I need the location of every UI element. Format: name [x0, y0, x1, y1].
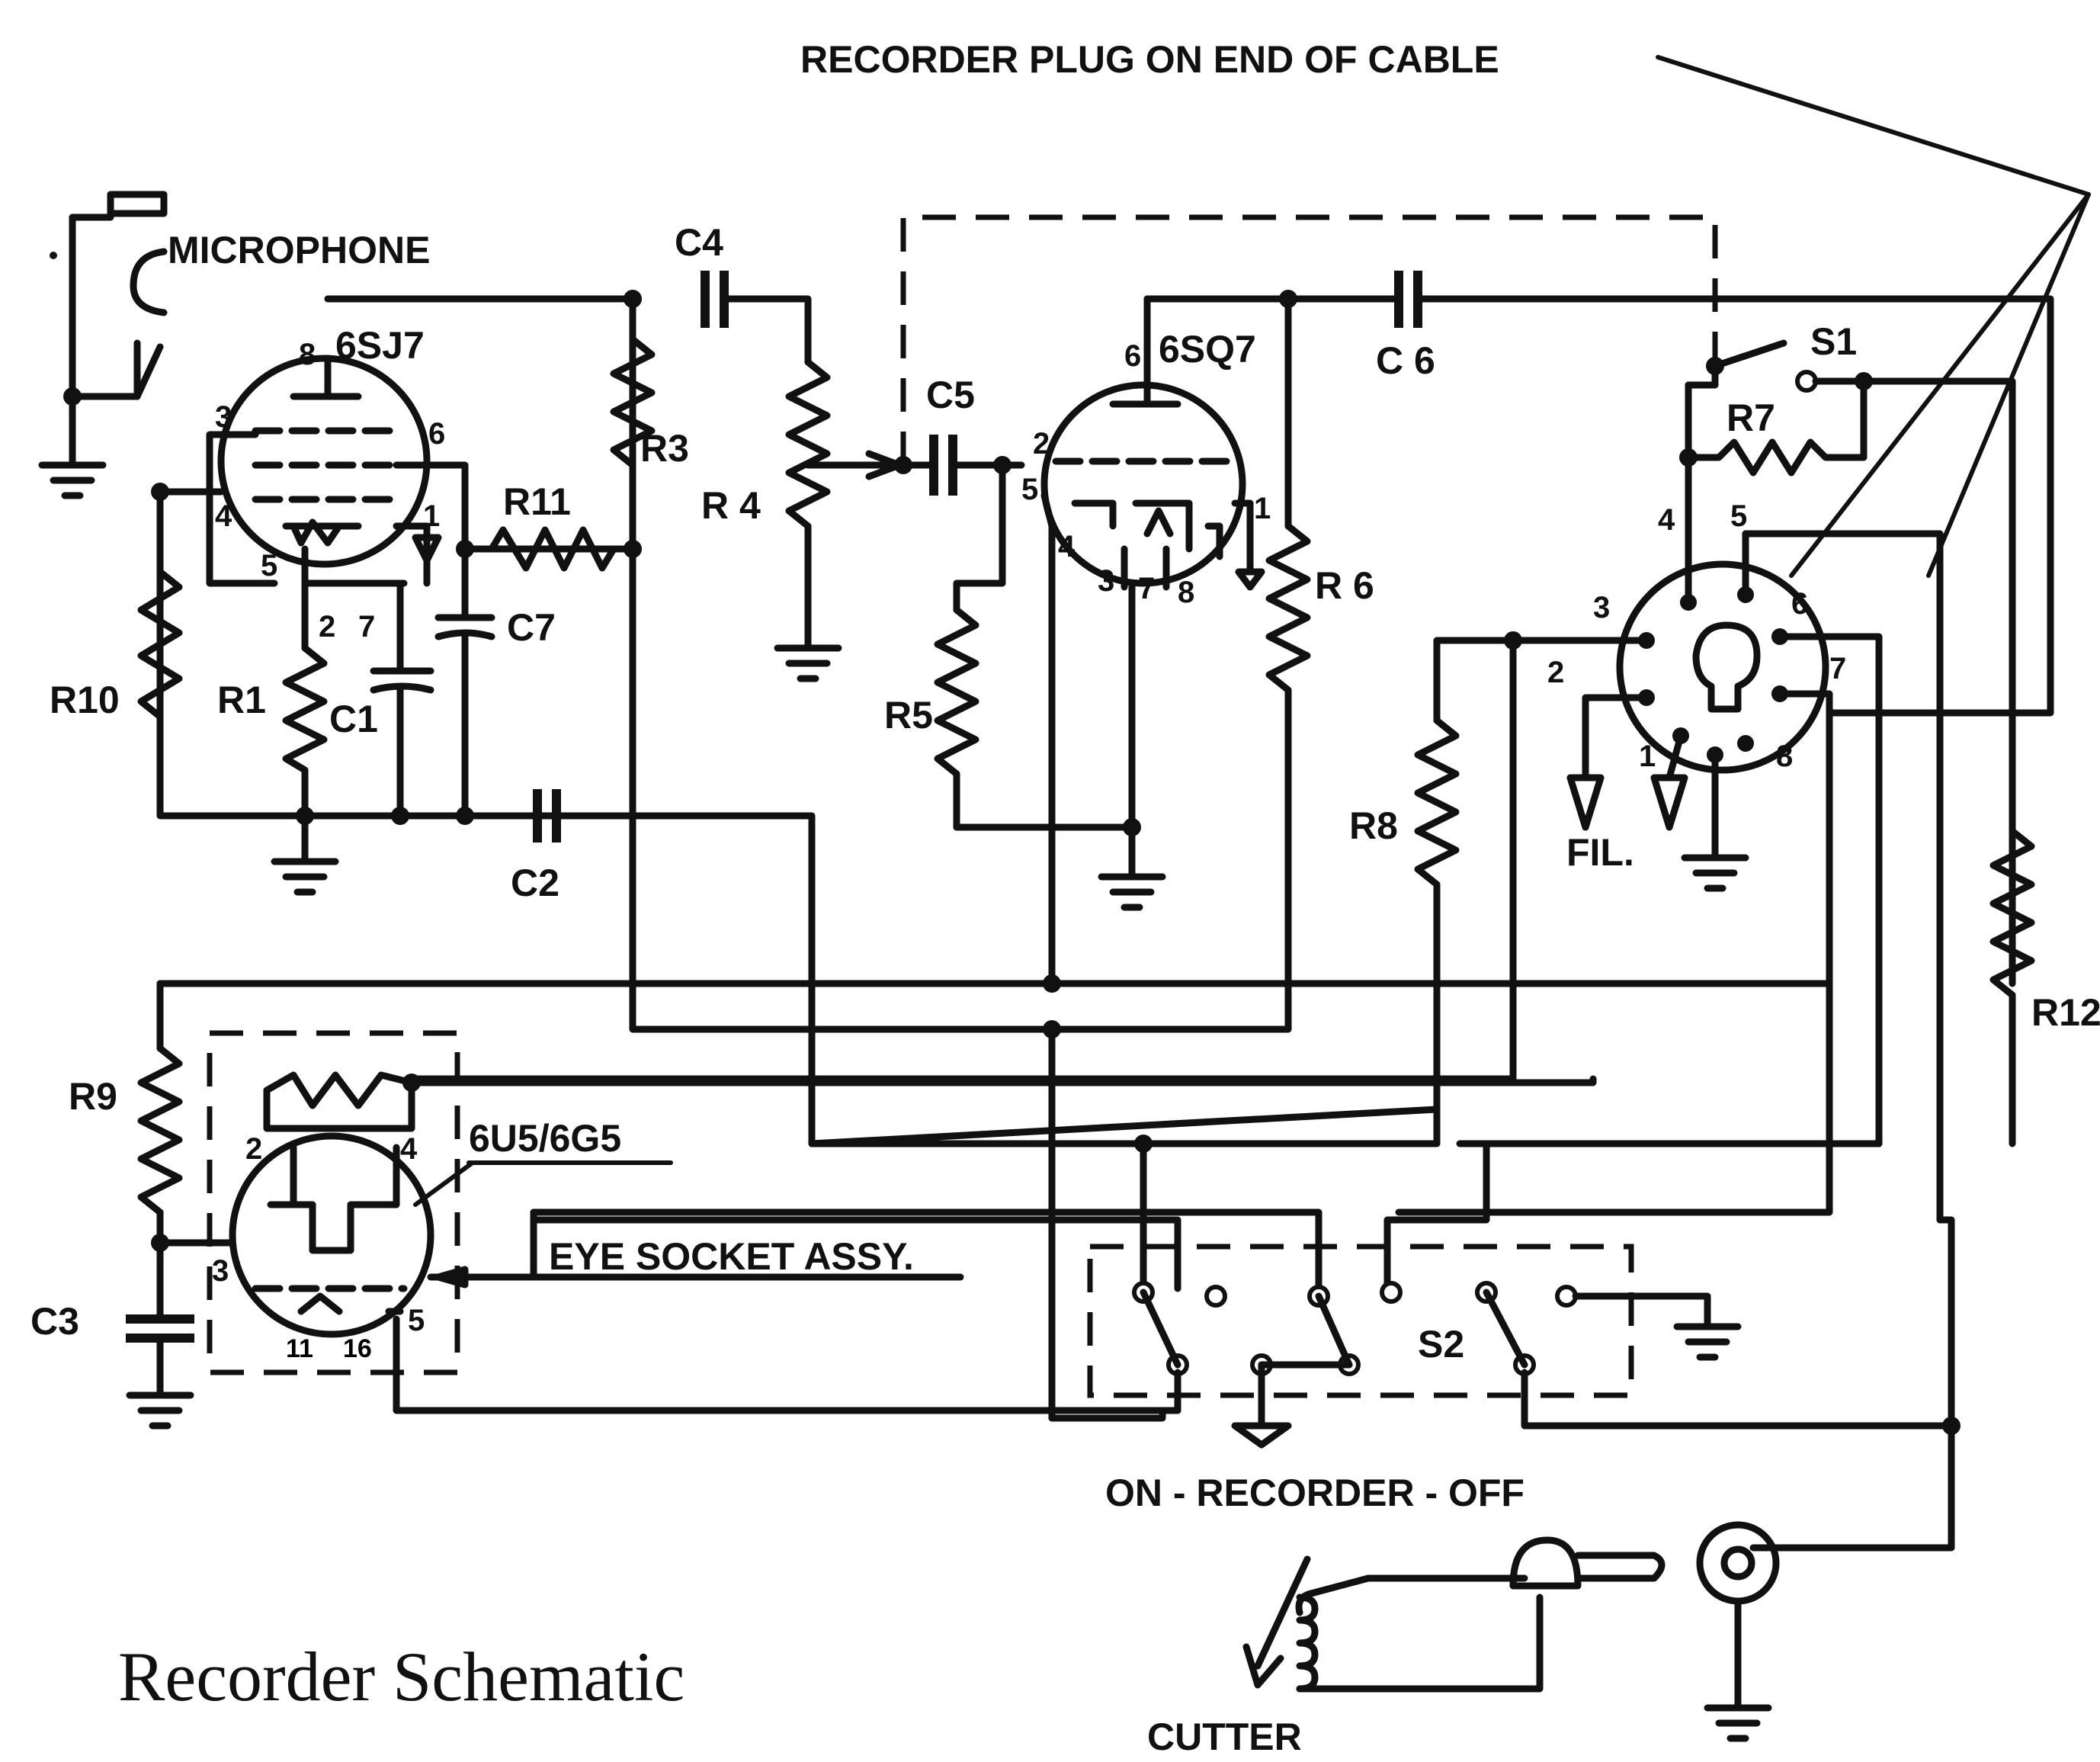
resistor-r7	[1685, 377, 1868, 477]
capacitor-c2	[533, 789, 1147, 1147]
capacitor-c5-label: C5	[926, 374, 975, 416]
resistor-r10	[137, 568, 183, 721]
switch-positions-label: ON - RECORDER - OFF	[1105, 1472, 1525, 1514]
tube-6sq7-label: 6SQ7	[1159, 328, 1256, 371]
shielded-lead	[900, 214, 1718, 465]
resistor-r9	[137, 980, 183, 1247]
eye-socket-label: EYE SOCKET ASSY.	[549, 1235, 914, 1278]
capacitor-c3	[126, 1234, 194, 1430]
output-wiring	[1749, 1216, 1955, 1552]
pin-label: 2	[1547, 656, 1564, 689]
pin-label: 4	[1658, 503, 1675, 537]
capacitor-c6-label: C 6	[1376, 339, 1435, 382]
pin-label: 11	[286, 1334, 313, 1363]
pin-label: 8	[1178, 576, 1194, 609]
resistor-r1-label: R1	[217, 679, 266, 721]
resistor-r5-label: R5	[884, 694, 933, 737]
resistor-r11-label: R11	[503, 480, 571, 523]
pin-label: 3	[212, 1254, 229, 1288]
capacitor-c2-label: C2	[511, 862, 559, 904]
pin-label: 5	[1021, 473, 1038, 506]
pin-label: 3	[1593, 591, 1610, 624]
pin-label: 16	[343, 1334, 372, 1363]
microphone-jack	[50, 191, 168, 406]
capacitor-c3-label: C3	[30, 1300, 79, 1343]
potentiometer-r4-label: R 4	[701, 484, 761, 527]
resistor-r3-label: R3	[640, 427, 689, 470]
switch-s2-outline	[1087, 1244, 1634, 1398]
label-leader	[413, 1160, 475, 1207]
resistor-r8	[1414, 717, 1460, 1113]
pin-label: 3	[1098, 564, 1114, 598]
switch-s2	[1048, 1281, 1961, 1449]
resistor-r6-label: R 6	[1315, 564, 1374, 607]
tube-6u5-6g5-label: 6U5/6G5	[469, 1117, 621, 1160]
pin-label: 7	[358, 610, 375, 643]
resistor-r5	[934, 606, 979, 831]
pin-label: 4	[215, 499, 232, 533]
resistor-r12	[1989, 827, 2035, 1147]
resistor-r6	[1265, 295, 1311, 987]
pin-label: 1	[1254, 492, 1271, 525]
capacitor-c5	[894, 435, 1025, 496]
resistor-r10-label: R10	[50, 679, 120, 721]
ground-symbol	[38, 393, 107, 499]
capacitor-c4-label: C4	[675, 221, 723, 264]
resistor-r7-label: R7	[1726, 396, 1775, 439]
pin-label: 6	[1791, 587, 1808, 621]
filament-label: FIL.	[1566, 831, 1634, 874]
pin-label: 2	[1033, 427, 1050, 461]
pin-label: 5	[261, 549, 277, 583]
diagram-title: Recorder Schematic	[118, 1638, 685, 1715]
capacitor-c1	[343, 579, 434, 820]
pin-label: 1	[1639, 740, 1656, 773]
plug-pointer-lines	[1656, 55, 2091, 578]
tube-6sj7-label: 6SJ7	[335, 324, 425, 367]
pin-label: 6	[1124, 339, 1141, 373]
ground-symbol	[271, 812, 339, 896]
resistor-r8-label: R8	[1349, 804, 1398, 847]
pin-label: 5	[1730, 499, 1747, 533]
capacitor-c7-label: C7	[507, 606, 556, 649]
resistor-r12-label: R12	[2031, 991, 2100, 1034]
potentiometer-r4	[774, 358, 903, 682]
tube-6u5-6g5	[229, 1071, 1597, 1338]
pin-label: 3	[215, 400, 232, 434]
second-stage-wiring	[953, 290, 1297, 987]
pin-label: 2	[319, 610, 335, 643]
switch-s2-label: S2	[1418, 1323, 1464, 1366]
capacitor-c7	[434, 545, 495, 820]
capacitor-c1-label: C1	[329, 698, 378, 740]
eye-socket-assembly-outline	[207, 1030, 460, 1375]
pin-label: 8	[299, 338, 316, 371]
capacitor-c4	[701, 271, 812, 366]
pin-label: 7	[1138, 572, 1155, 605]
bus-wiring	[156, 812, 1944, 1422]
pin-label: 4	[1058, 530, 1076, 563]
tube-6sj7	[217, 355, 431, 568]
microphone-label: MICROPHONE	[168, 229, 430, 271]
pin-label: 6	[428, 417, 445, 451]
capacitor-c6	[1284, 271, 2054, 717]
cutter-assembly	[1242, 1521, 1780, 1742]
pin-label: 7	[1829, 652, 1846, 685]
pin-label: 4	[400, 1132, 418, 1166]
resistor-r3	[610, 335, 656, 469]
resistor-r11	[461, 526, 636, 572]
resistor-r9-label: R9	[69, 1075, 117, 1118]
recorder-plug-label: RECORDER PLUG ON END OF CABLE	[800, 38, 1499, 81]
switch-s1-label: S1	[1810, 320, 1857, 363]
switch-s1	[1685, 339, 2016, 987]
pin-label: 8	[1776, 740, 1793, 773]
pin-label: 5	[408, 1304, 425, 1337]
pin-label: 2	[245, 1132, 262, 1166]
resistor-r1	[282, 644, 328, 820]
cutter-label: CUTTER	[1147, 1715, 1302, 1758]
